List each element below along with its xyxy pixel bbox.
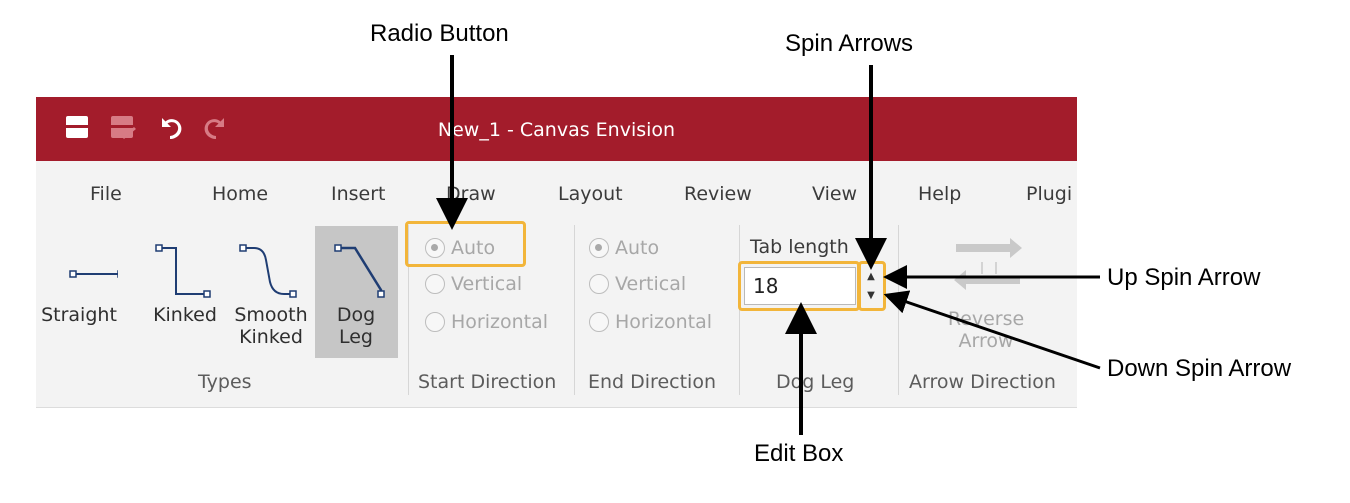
group-divider (408, 225, 409, 395)
radio-label: Vertical (615, 273, 687, 295)
dog-leg-connector-icon (334, 244, 385, 298)
kinked-connector-icon (155, 244, 211, 298)
tab-length-label: Tab length (750, 236, 849, 258)
tool-label: Kinked (153, 304, 217, 326)
save-as-icon[interactable] (106, 111, 140, 143)
end-radio-vertical[interactable]: Vertical (589, 270, 686, 298)
reverse-arrow-icon (954, 238, 1022, 290)
start-radio-vertical[interactable]: Vertical (425, 270, 522, 298)
tab-help[interactable]: Help (918, 183, 962, 205)
tab-insert[interactable]: Insert (331, 183, 386, 205)
tool-label: Straight (41, 304, 117, 326)
undo-icon[interactable] (154, 111, 188, 143)
kinked-tool-button[interactable]: Kinked (148, 226, 222, 356)
radio-circle (425, 238, 445, 258)
tab-view[interactable]: View (812, 183, 858, 205)
up-spin-arrow-callout: Up Spin Arrow (1107, 264, 1261, 291)
reverse-arrow-button[interactable]: Reverse Arrow (940, 228, 1050, 358)
end-direction-group-label: End Direction (588, 371, 716, 393)
radio-circle (589, 274, 609, 294)
arrow-direction-group-label: Arrow Direction (909, 371, 1056, 393)
radio-circle (425, 274, 445, 294)
title-bar: New_1 - Canvas Envision (36, 97, 1077, 161)
start-radio-horizontal[interactable]: Horizontal (425, 308, 548, 336)
radio-label: Auto (615, 237, 660, 259)
tab-review[interactable]: Review (684, 183, 752, 205)
tool-label: Dog Leg (336, 304, 376, 348)
application-window: New_1 - Canvas Envision File Home Insert… (36, 97, 1077, 408)
group-divider (574, 225, 575, 395)
dog-leg-group-label: Dog Leg (776, 371, 855, 393)
radio-circle (589, 238, 609, 258)
radio-label: Horizontal (451, 311, 549, 333)
start-radio-auto[interactable]: Auto (425, 234, 495, 262)
tool-label: Smooth Kinked (234, 304, 308, 348)
tab-home[interactable]: Home (212, 183, 269, 205)
smooth-kinked-connector-icon (239, 244, 297, 298)
types-group-label: Types (198, 371, 252, 393)
redo-icon[interactable] (198, 111, 232, 143)
down-spin-arrow-icon[interactable]: ▼ (867, 290, 875, 301)
dog-leg-tool-button[interactable]: Dog Leg (315, 226, 398, 358)
tab-length-spin-arrows: ▲ ▼ (861, 267, 881, 305)
straight-tool-button[interactable]: Straight (40, 226, 118, 356)
tab-length-edit-box[interactable]: 18 (744, 267, 856, 305)
tab-file[interactable]: File (90, 183, 122, 205)
tab-layout[interactable]: Layout (558, 183, 623, 205)
radio-circle (425, 312, 445, 332)
save-icon[interactable] (60, 111, 94, 143)
reverse-arrow-label: Reverse Arrow (947, 308, 1025, 352)
radio-label: Horizontal (615, 311, 713, 333)
end-radio-horizontal[interactable]: Horizontal (589, 308, 712, 336)
down-spin-arrow-callout: Down Spin Arrow (1107, 355, 1292, 382)
radio-circle (589, 312, 609, 332)
smooth-kinked-tool-button[interactable]: Smooth Kinked (230, 226, 308, 356)
radio-button-callout: Radio Button (370, 20, 509, 47)
window-title: New_1 - Canvas Envision (437, 119, 676, 141)
tab-plugins[interactable]: Plugi (1026, 183, 1073, 205)
radio-label: Auto (451, 237, 496, 259)
end-radio-auto[interactable]: Auto (589, 234, 659, 262)
radio-label: Vertical (451, 273, 523, 295)
straight-connector-icon (69, 270, 118, 278)
ribbon: File Home Insert Draw Layout Review View… (36, 161, 1077, 408)
start-direction-group-label: Start Direction (418, 371, 557, 393)
edit-box-callout: Edit Box (754, 440, 844, 467)
spin-arrows-callout: Spin Arrows (785, 30, 914, 57)
up-spin-arrow-icon[interactable]: ▲ (867, 271, 875, 282)
